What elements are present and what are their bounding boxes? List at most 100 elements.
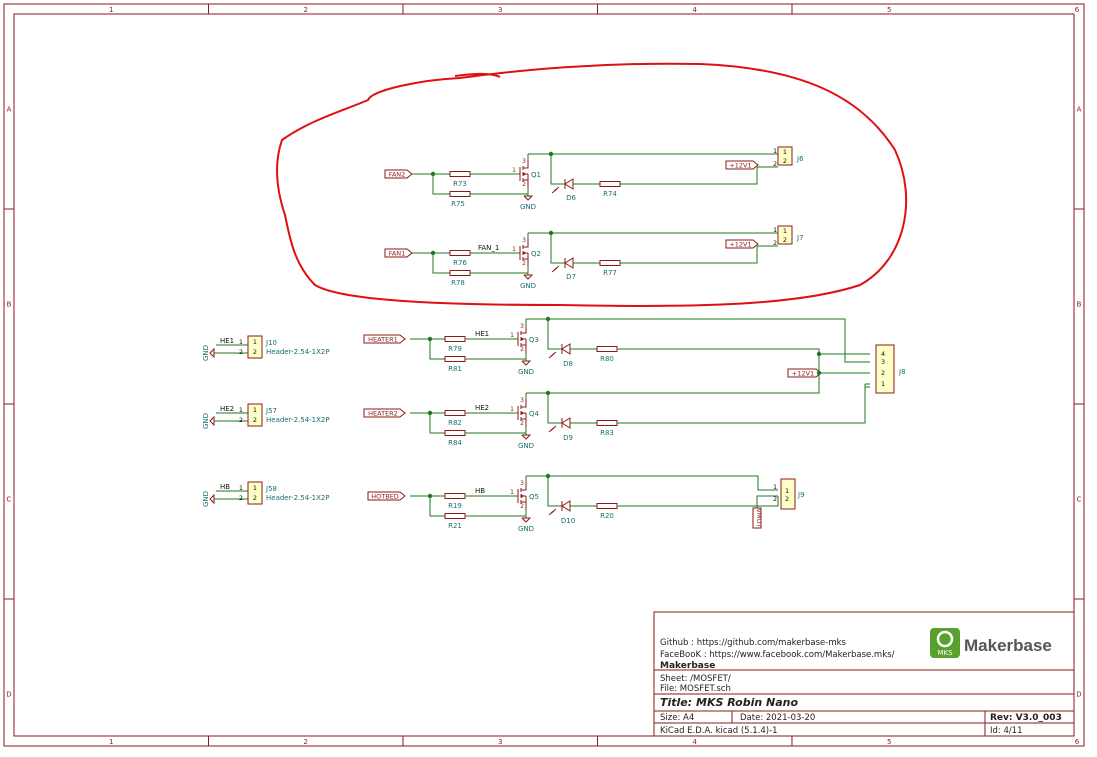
mosfet-ref-Q4: Q4 [529, 410, 540, 418]
gnd-label: GND [520, 203, 536, 211]
header-net-label: HE2 [220, 405, 234, 413]
resistor-ref-R73: R73 [453, 180, 467, 188]
j8-pin-1: 1 [881, 380, 885, 388]
wire [548, 318, 870, 363]
mosfet-drain [523, 239, 529, 248]
port-heater1 [363, 334, 406, 344]
j9-body [780, 478, 796, 510]
mosfet-drain [523, 160, 529, 169]
gnd-symbol [521, 434, 532, 440]
connector-body [777, 146, 793, 166]
resistor-R75 [449, 191, 471, 197]
header-pin-num: 2 [239, 494, 243, 502]
wire [550, 154, 565, 185]
led-arrow [548, 353, 555, 359]
column-label-top: 4 [692, 6, 697, 14]
connector-body [777, 225, 793, 245]
resistor-ref-R78: R78 [451, 279, 465, 287]
resistor-R77 [599, 260, 621, 266]
column-label-top: 2 [304, 6, 308, 14]
gnd-label: GND [518, 368, 534, 376]
size-text: Size: A4 [660, 713, 694, 723]
j9-pin-2: 2 [785, 495, 789, 503]
j9-ref: J9 [797, 491, 805, 499]
port-fan1-text: FAN1 [389, 250, 406, 258]
pin-label: 2 [773, 239, 777, 247]
pin-1-label: 1 [512, 167, 516, 174]
pin-label: 1 [773, 226, 777, 234]
resistor-ref-R84: R84 [448, 439, 462, 447]
led-arrow [551, 188, 558, 194]
gnd-label: GND [202, 491, 210, 507]
row-label-left: C [7, 496, 12, 504]
j8-pin-2: 2 [881, 369, 885, 377]
header-pin-num: 1 [239, 484, 243, 492]
gnd-symbol [521, 517, 532, 523]
resistor-R82 [444, 410, 466, 416]
port-fan1 [384, 248, 413, 258]
mosfet-dot [522, 172, 526, 176]
wire [429, 413, 445, 434]
header-body [247, 481, 263, 505]
wire [547, 319, 562, 350]
port-heater1-text: HEATER1 [368, 336, 398, 344]
diode-body [564, 257, 574, 269]
connector-ref-J6: J6 [796, 155, 804, 163]
header-pin-num: 1 [239, 406, 243, 414]
resistor-ref-R77: R77 [603, 269, 617, 277]
gnd-symbol [209, 347, 215, 359]
header-pin-1: 1 [253, 484, 257, 492]
pin-label: 1 [773, 147, 777, 155]
wire [617, 496, 779, 507]
gnd-symbol [209, 493, 215, 505]
mosfet-drain [521, 399, 527, 408]
wire [548, 354, 820, 394]
gnd-label: GND [518, 442, 534, 450]
resistor-ref-R82: R82 [448, 419, 462, 427]
logo-badge: MKS [937, 649, 953, 657]
heater-section: HEATER1R79HE1R81Q3132GNDD8R80HEATER2R82H… [363, 316, 870, 533]
row-label-left: B [7, 301, 12, 309]
column-label-bottom: 3 [498, 738, 502, 746]
resistor-ref-R79: R79 [448, 345, 462, 353]
j8-pin-4: 4 [881, 350, 885, 358]
gnd-label: GND [202, 413, 210, 429]
wire [550, 233, 565, 264]
resistor-R78 [449, 270, 471, 276]
resistor-ref-R74: R74 [603, 190, 617, 198]
connector-pin-1: 1 [783, 227, 787, 235]
makerbase-logo: MKS Makerbase [930, 628, 1052, 658]
gnd-symbol [521, 360, 532, 366]
gnd-symbol [209, 415, 215, 427]
j8-pin-3: 3 [881, 358, 885, 366]
sheet-text: Sheet: /MOSFET/ [660, 674, 731, 684]
diode-body [564, 178, 574, 190]
pin-label: 2 [773, 160, 777, 168]
column-label-top: 5 [887, 6, 891, 14]
resistor-ref-R21: R21 [448, 522, 462, 530]
diode-ref-D9: D9 [563, 434, 573, 442]
pin-3-label: 3 [520, 323, 524, 330]
hand-drawn-annotation [276, 62, 908, 307]
connector-pin-1: 1 [783, 148, 787, 156]
resistor-R79 [444, 336, 466, 342]
resistor-R81 [444, 356, 466, 362]
column-label-top: 6 [1075, 6, 1080, 14]
rev-text: Rev: V3.0_003 [990, 713, 1062, 723]
j9-pin-1: 1 [785, 487, 789, 495]
mosfet-drain [521, 482, 527, 491]
company-text: Makerbase [660, 661, 715, 671]
mosfet-ref-Q5: Q5 [529, 493, 539, 501]
resistor-ref-R83: R83 [600, 429, 614, 437]
pin-1-label: 1 [510, 406, 514, 413]
port-hotbed-text: HOTBED [371, 493, 399, 501]
resistor-R84 [444, 430, 466, 436]
wire [756, 495, 778, 508]
